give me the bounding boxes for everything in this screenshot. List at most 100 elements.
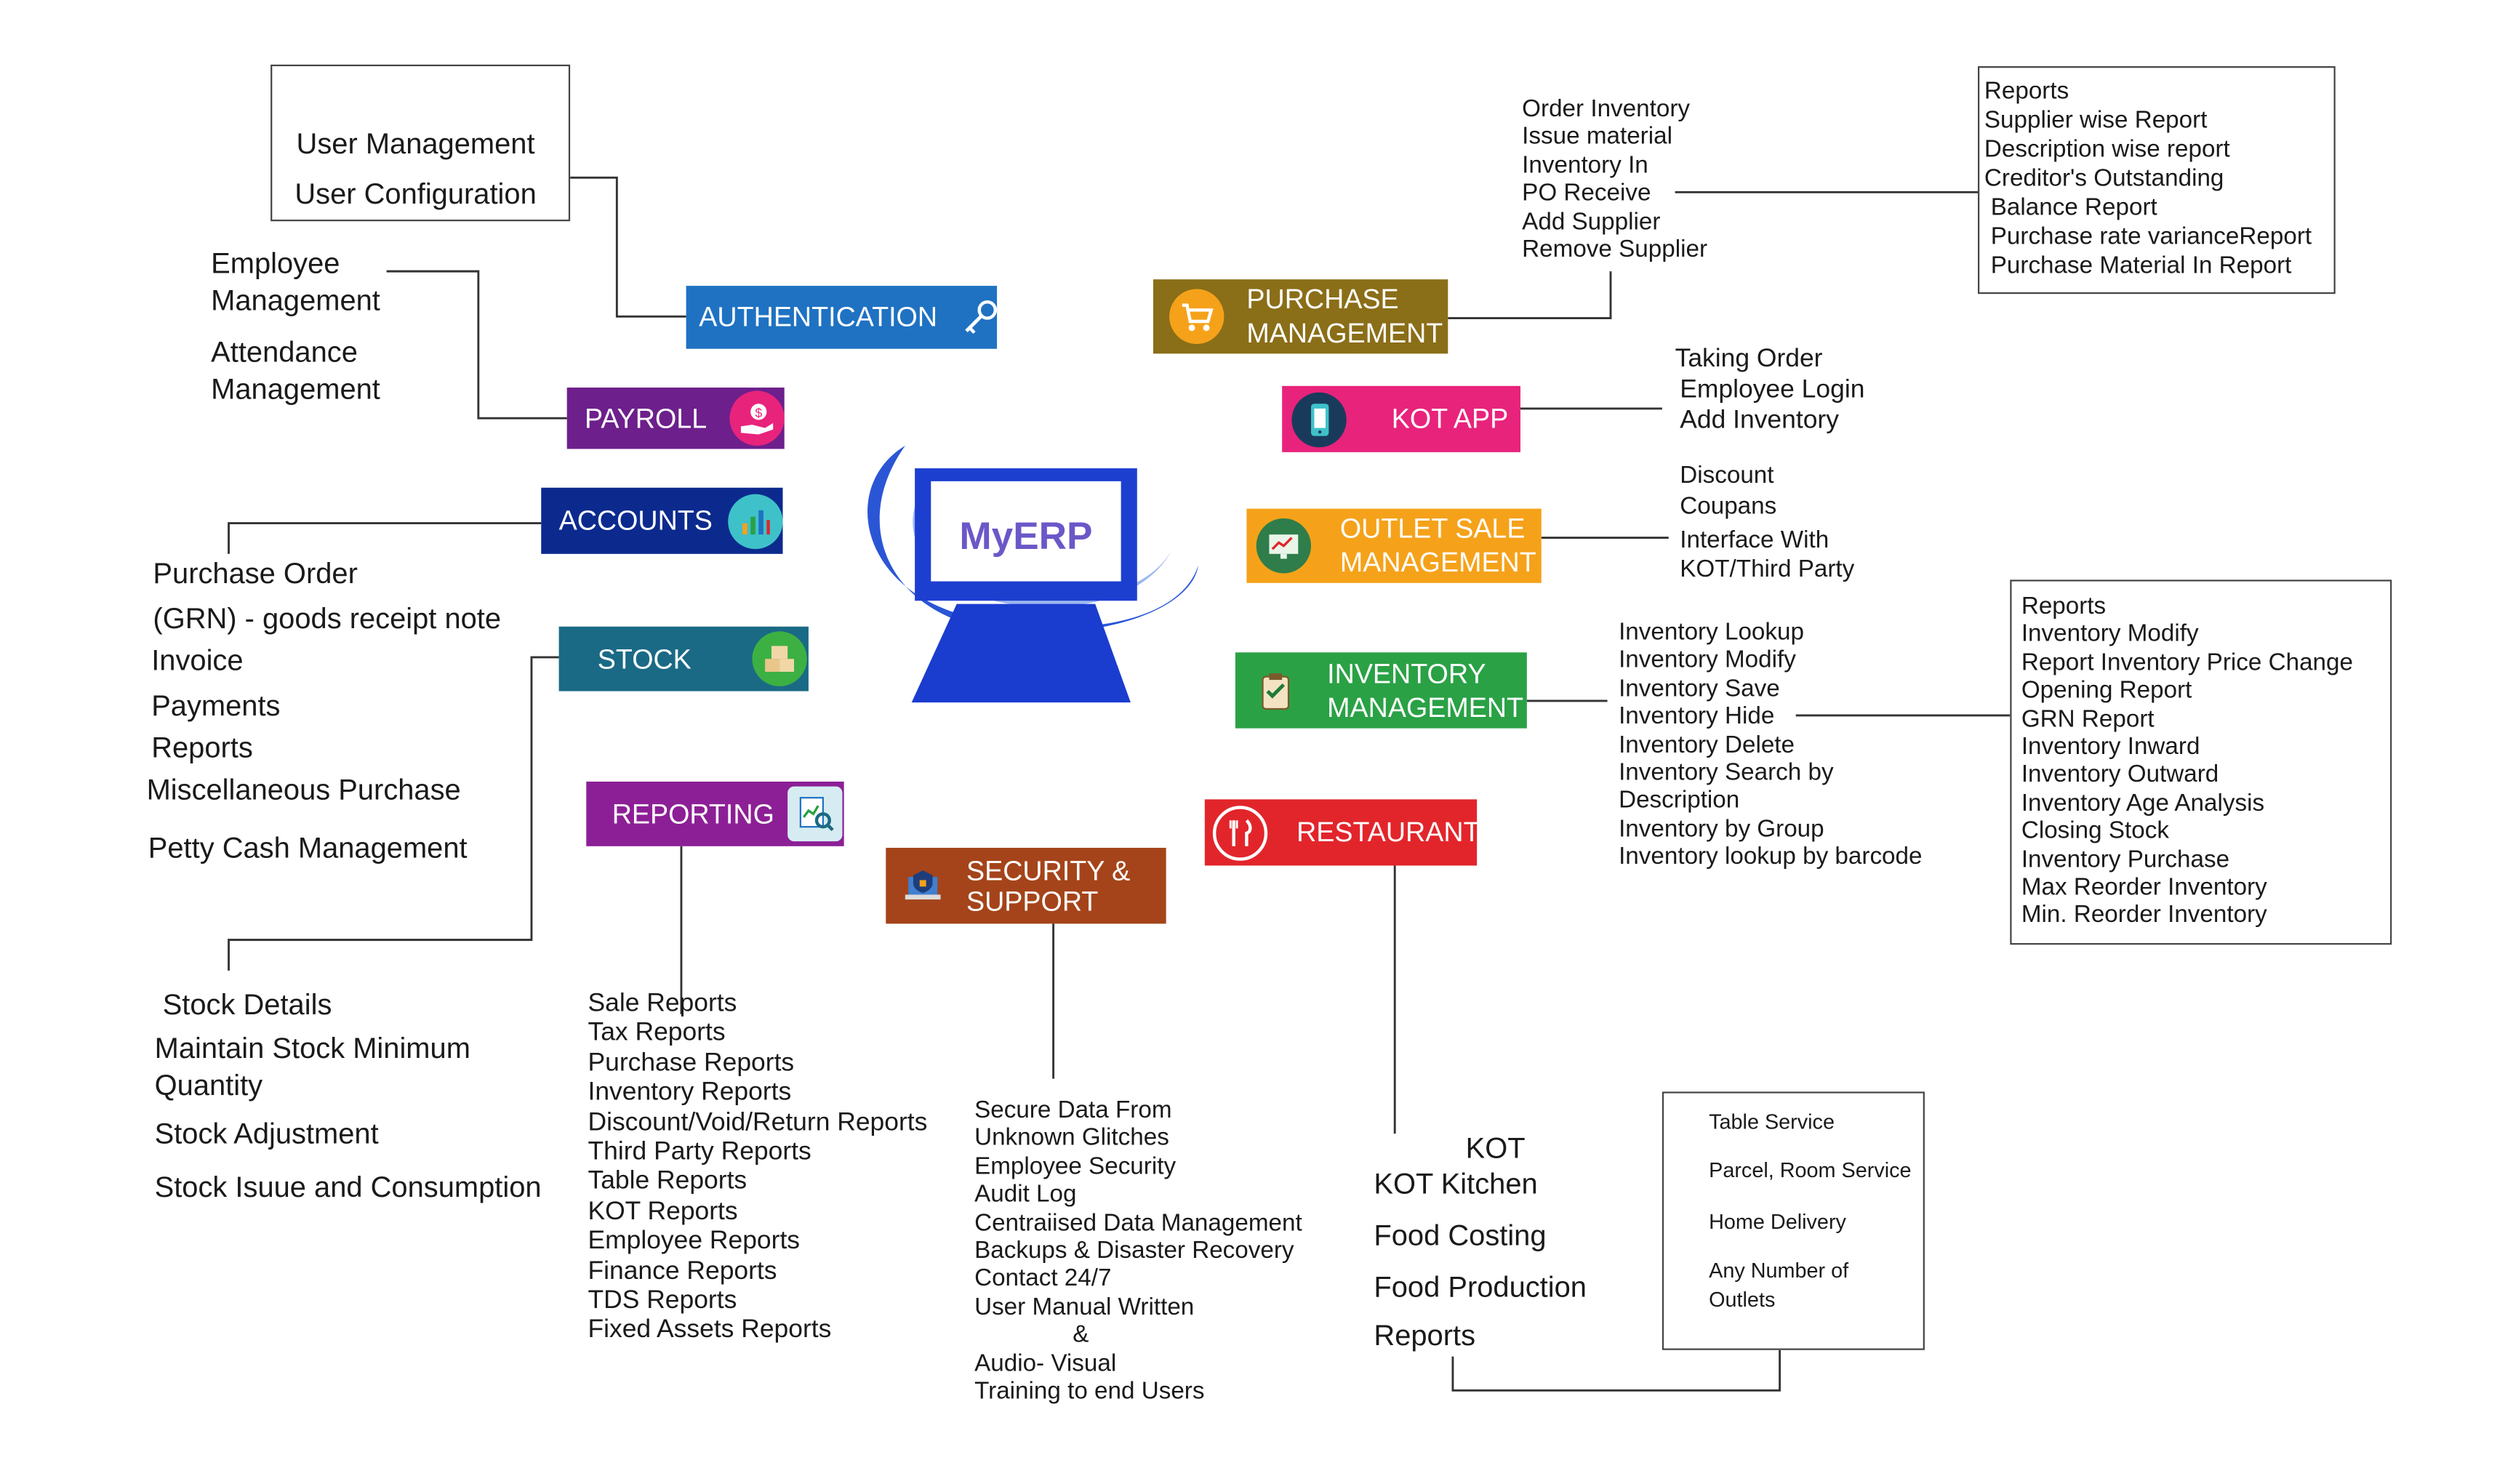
module-label: KOT APP: [1391, 404, 1509, 435]
list-item: Petty Cash Management: [148, 831, 468, 865]
list-item: Food Production: [1374, 1270, 1587, 1304]
kot-app-list: Taking Order Employee Login Add Inventor…: [1675, 344, 1865, 436]
list-item: Add Supplier: [1522, 207, 1661, 236]
list-item: Closing Stock: [2021, 817, 2169, 846]
bar-chart-icon: [729, 493, 784, 549]
list-item: Secure Data From: [974, 1096, 1172, 1124]
list-item: Supplier wise Report: [1984, 106, 2208, 135]
list-item: Contact 24/7: [974, 1265, 1112, 1293]
list-item: Taking Order: [1675, 345, 1823, 374]
list-item: Balance Report: [1990, 193, 2157, 222]
money-hand-icon: $: [729, 390, 785, 446]
module-kot-app[interactable]: KOT APP: [1282, 385, 1520, 452]
list-item: Reports: [1984, 77, 2069, 105]
list-item: Inventory In: [1522, 151, 1648, 180]
list-item: Food Costing: [1374, 1219, 1547, 1252]
security-support-list: Secure Data From Unknown Glitches Employ…: [974, 1096, 1302, 1405]
list-item: Table Service: [1709, 1109, 1835, 1134]
list-item: Purchase Reports: [588, 1049, 795, 1077]
inventory-reports-box: [2010, 579, 2392, 945]
module-outlet-sale-management[interactable]: OUTLET SALE MANAGEMENT: [1246, 508, 1542, 583]
list-item: Stock Adjustment: [154, 1117, 379, 1150]
laptop-shield-icon: [896, 858, 950, 913]
list-item: KOT: [1465, 1131, 1526, 1165]
list-item: Inventory Lookup: [1619, 618, 1804, 646]
purchase-list: Order Inventory Issue material Inventory…: [1522, 95, 1707, 264]
list-item: Purchase rate varianceReport: [1990, 222, 2312, 251]
list-item: Interface With: [1680, 526, 1829, 554]
module-label: INVENTORY MANAGEMENT: [1327, 658, 1524, 723]
list-item: Outlets: [1709, 1287, 1776, 1312]
list-item: Stock Details: [162, 988, 332, 1021]
list-item: Inventory Outward: [2021, 761, 2219, 789]
list-item: Finance Reports: [588, 1257, 777, 1286]
list-item: Issue material: [1522, 123, 1673, 151]
module-reporting[interactable]: REPORTING: [586, 781, 844, 846]
reporting-list: Sale Reports Tax Reports Purchase Report…: [588, 990, 927, 1347]
list-item: GRN Report: [2021, 705, 2155, 733]
module-accounts[interactable]: ACCOUNTS: [541, 487, 784, 554]
list-item: Tax Reports: [588, 1019, 726, 1048]
list-item: Inventory Purchase: [2021, 846, 2230, 873]
svg-text:$: $: [755, 406, 762, 420]
key-icon: [953, 290, 1008, 345]
module-label: SECURITY & SUPPORT: [966, 855, 1131, 917]
list-item: Order Inventory: [1522, 95, 1691, 123]
module-label: PURCHASE MANAGEMENT: [1246, 284, 1443, 349]
module-inventory-management[interactable]: INVENTORY MANAGEMENT: [1235, 652, 1527, 729]
module-payroll[interactable]: PAYROLL $: [566, 388, 785, 449]
list-item: KOT Reports: [588, 1198, 738, 1226]
list-item: Third Party Reports: [588, 1138, 811, 1166]
list-item: Payments: [151, 689, 281, 722]
fork-knife-icon: [1212, 805, 1268, 860]
list-item: Creditor's Outstanding: [1984, 164, 2224, 193]
list-item: Table Reports: [588, 1168, 748, 1196]
list-item: Employee Reports: [588, 1227, 801, 1256]
list-item: Inventory Save: [1619, 674, 1780, 702]
list-item: Management: [211, 373, 380, 406]
module-label: PAYROLL: [585, 403, 708, 434]
myerp-logo: MyERP: [867, 445, 1198, 703]
list-item: Parcel, Room Service: [1709, 1158, 1912, 1182]
list-item: Home Delivery: [1709, 1209, 1846, 1234]
list-item: TDS Reports: [588, 1287, 737, 1315]
module-stock[interactable]: STOCK: [558, 626, 809, 691]
list-item: Inventory Age Analysis: [2021, 789, 2265, 817]
list-item: User Management: [296, 127, 535, 160]
logo-text: MyERP: [959, 515, 1092, 558]
module-security-support[interactable]: SECURITY & SUPPORT: [886, 848, 1166, 924]
list-item: Maintain Stock Minimum: [154, 1032, 470, 1064]
list-item: KOT Kitchen: [1374, 1167, 1538, 1200]
list-item: Description: [1619, 787, 1740, 815]
list-item: Employee Security: [974, 1152, 1177, 1181]
module-label: STOCK: [597, 643, 692, 675]
list-item: &: [1073, 1321, 1089, 1349]
module-label: AUTHENTICATION: [699, 302, 938, 333]
list-item: Reports: [2021, 593, 2107, 620]
module-purchase-management[interactable]: PURCHASE MANAGEMENT: [1153, 279, 1448, 354]
list-item: Invoice: [151, 644, 244, 677]
list-item: Inventory Reports: [588, 1079, 792, 1107]
list-item: Add Inventory: [1680, 406, 1839, 435]
list-item: Employee Login: [1680, 376, 1865, 404]
inventory-list: Inventory Lookup Inventory Modify Invent…: [1619, 619, 1922, 872]
list-item: Purchase Material In Report: [1990, 252, 2292, 280]
module-label: OUTLET SALE MANAGEMENT: [1339, 513, 1536, 579]
list-item: Unknown Glitches: [974, 1124, 1169, 1152]
monitor-chart-icon: [1256, 518, 1312, 574]
cart-icon: [1169, 289, 1225, 345]
list-item: Attendance: [211, 335, 358, 369]
purchase-reports-box: [1978, 66, 2336, 294]
list-item: Audit Log: [974, 1181, 1077, 1208]
module-restaurant[interactable]: RESTAURANT: [1204, 799, 1480, 866]
list-item: Min. Reorder Inventory: [2021, 902, 2267, 930]
list-item: Training to end Users: [974, 1377, 1205, 1405]
purchase-reports-list: Reports Supplier wise Report Description…: [1984, 78, 2312, 281]
list-item: User Manual Written: [974, 1293, 1195, 1321]
list-item: Inventory lookup by barcode: [1619, 843, 1923, 871]
list-item: Centraiised Data Management: [974, 1208, 1302, 1237]
list-item: Coupans: [1680, 492, 1777, 521]
module-authentication[interactable]: AUTHENTICATION: [686, 286, 998, 349]
module-label: RESTAURANT: [1296, 817, 1480, 849]
